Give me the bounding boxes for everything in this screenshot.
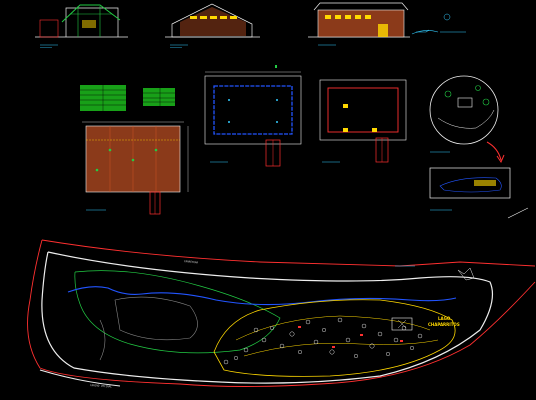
green-table-2: [143, 88, 175, 106]
stream: [67, 286, 457, 306]
south-road-label: CAMINO VECINAL: [90, 383, 113, 389]
perimeter-road: [41, 251, 493, 384]
green-table-1: [80, 85, 126, 111]
developed-area: [213, 299, 456, 377]
north-road-label: CARRETERA: [184, 259, 199, 264]
elevation-1: [35, 4, 128, 48]
location-inset: [429, 75, 511, 211]
floor-plan-1: [204, 65, 302, 167]
lake-label: LAGO: [438, 316, 451, 321]
roof-plan: [82, 121, 189, 215]
floor-plan-2: [319, 79, 407, 163]
elevation-3: [308, 2, 466, 46]
site-plan: LAGO CHAPARRITOS CARRETERA CAMINO VECINA…: [27, 207, 536, 389]
contour-green: [74, 270, 281, 354]
elevation-2: [165, 3, 260, 48]
property-boundary: [27, 239, 536, 387]
lake-sublabel: CHAPARRITOS: [428, 322, 460, 327]
